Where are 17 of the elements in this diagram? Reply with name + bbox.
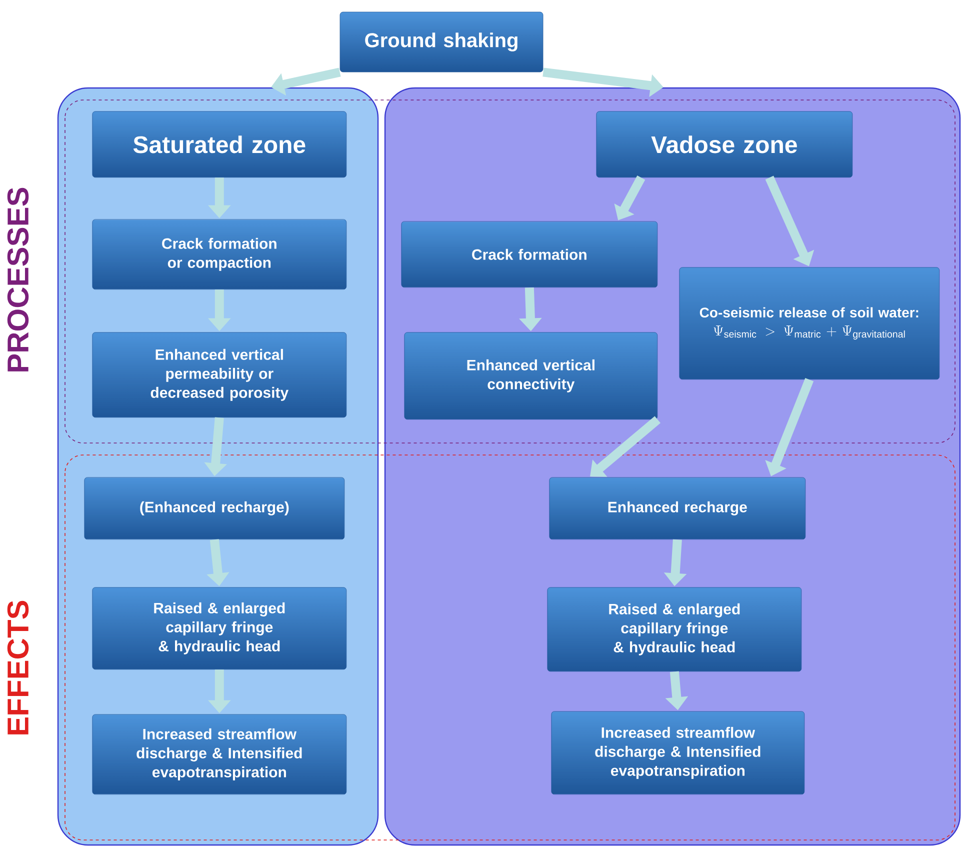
process-box: Increased streamflow discharge & Intensified evapotranspiration	[92, 714, 347, 795]
process-box: Vadose zone	[596, 111, 853, 178]
process-box: (Enhanced recharge)	[84, 477, 345, 540]
block-arrow	[590, 416, 660, 477]
process-box: Increased streamflow discharge & Intensified evapotranspiration	[551, 711, 805, 795]
section-heading: EFFECTS	[7, 600, 29, 734]
process-box: Saturated zone	[92, 111, 347, 178]
process-box: Enhanced vertical permeability or decreased porosity	[92, 332, 347, 418]
process-box: Enhanced recharge	[549, 477, 806, 540]
section-heading: PROCESSES	[7, 188, 29, 372]
process-box: Raised & enlarged capillary fringe & hydraulic head	[92, 587, 347, 670]
process-box: Crack formation or compaction	[92, 219, 347, 290]
process-box: Raised & enlarged capillary fringe & hydraulic head	[547, 587, 802, 672]
process-box: Crack formation	[401, 221, 658, 288]
process-box: Co-seismic release of soil water: $\Psi_{\mathrm{seismic}}>\Psi_{\mathrm{matric}}+\Psi_{\mathrm{gravitational}}$	[679, 267, 940, 380]
process-box: Enhanced vertical connectivity	[404, 332, 658, 420]
process-box: Ground shaking	[340, 12, 544, 72]
